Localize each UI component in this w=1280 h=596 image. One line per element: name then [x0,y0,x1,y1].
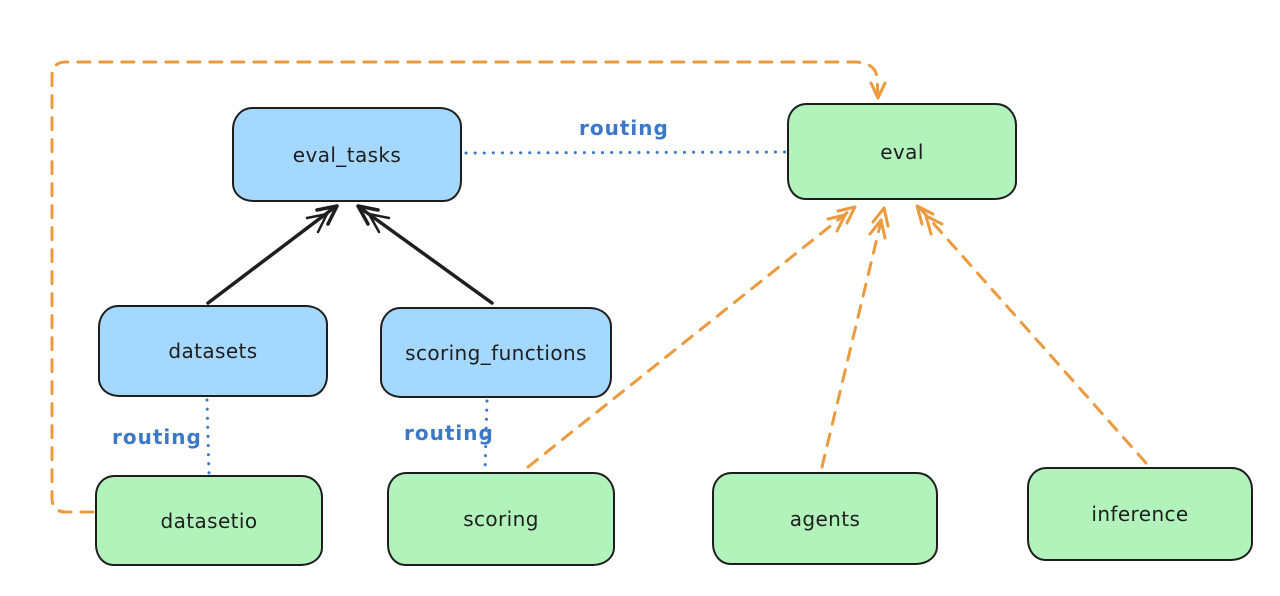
node-eval-label: eval [880,139,924,164]
arrowhead-scoring-to-eval [836,205,857,225]
arrowhead-datasetio-to-eval [869,81,887,100]
node-eval: eval [787,103,1017,200]
node-eval-tasks: eval_tasks [232,107,462,202]
edge-datasets-to-datasetio [205,398,211,476]
node-datasets: datasets [98,305,328,397]
node-datasetio: datasetio [95,475,323,566]
edge-scoring-functions-to-eval-tasks [357,205,494,305]
node-scoring: scoring [387,472,615,566]
node-datasets-label: datasets [168,339,258,363]
edge-label-routing-scoring: routing [404,421,494,445]
node-eval-tasks-label: eval_tasks [292,142,402,167]
edge-label-routing-top: routing [579,116,669,140]
node-scoring-functions: scoring_functions [380,307,612,398]
arrowhead-scoring-functions-to-eval-tasks [356,204,380,226]
node-scoring-label: scoring [463,507,539,531]
arrowhead2-agents-to-eval [868,218,887,240]
node-inference-label: inference [1091,502,1189,526]
arrowhead-agents-to-eval [871,206,890,228]
node-inference: inference [1027,467,1253,561]
arrowhead2-inference-to-eval [924,214,944,236]
node-datasetio-label: datasetio [160,508,258,533]
arrowhead2-scoring-to-eval [826,213,847,233]
arrowhead-datasets-to-eval-tasks [315,204,339,226]
edge-agents-to-eval [820,207,886,469]
edge-inference-to-eval [916,204,1148,465]
edge-scoring-to-eval [526,206,855,469]
edge-datasetio-to-eval [50,60,880,514]
arrowhead-inference-to-eval [915,204,935,226]
node-agents: agents [712,472,938,565]
edge-datasets-to-eval-tasks [206,205,337,305]
node-scoring-functions-label: scoring_functions [405,340,587,365]
arrowhead2-scoring-functions-to-eval-tasks [367,212,391,234]
edge-label-routing-datasets: routing [112,425,202,449]
arrowhead2-datasets-to-eval-tasks [305,212,329,234]
edge-eval-tasks-to-eval [464,150,788,155]
node-agents-label: agents [789,506,861,531]
